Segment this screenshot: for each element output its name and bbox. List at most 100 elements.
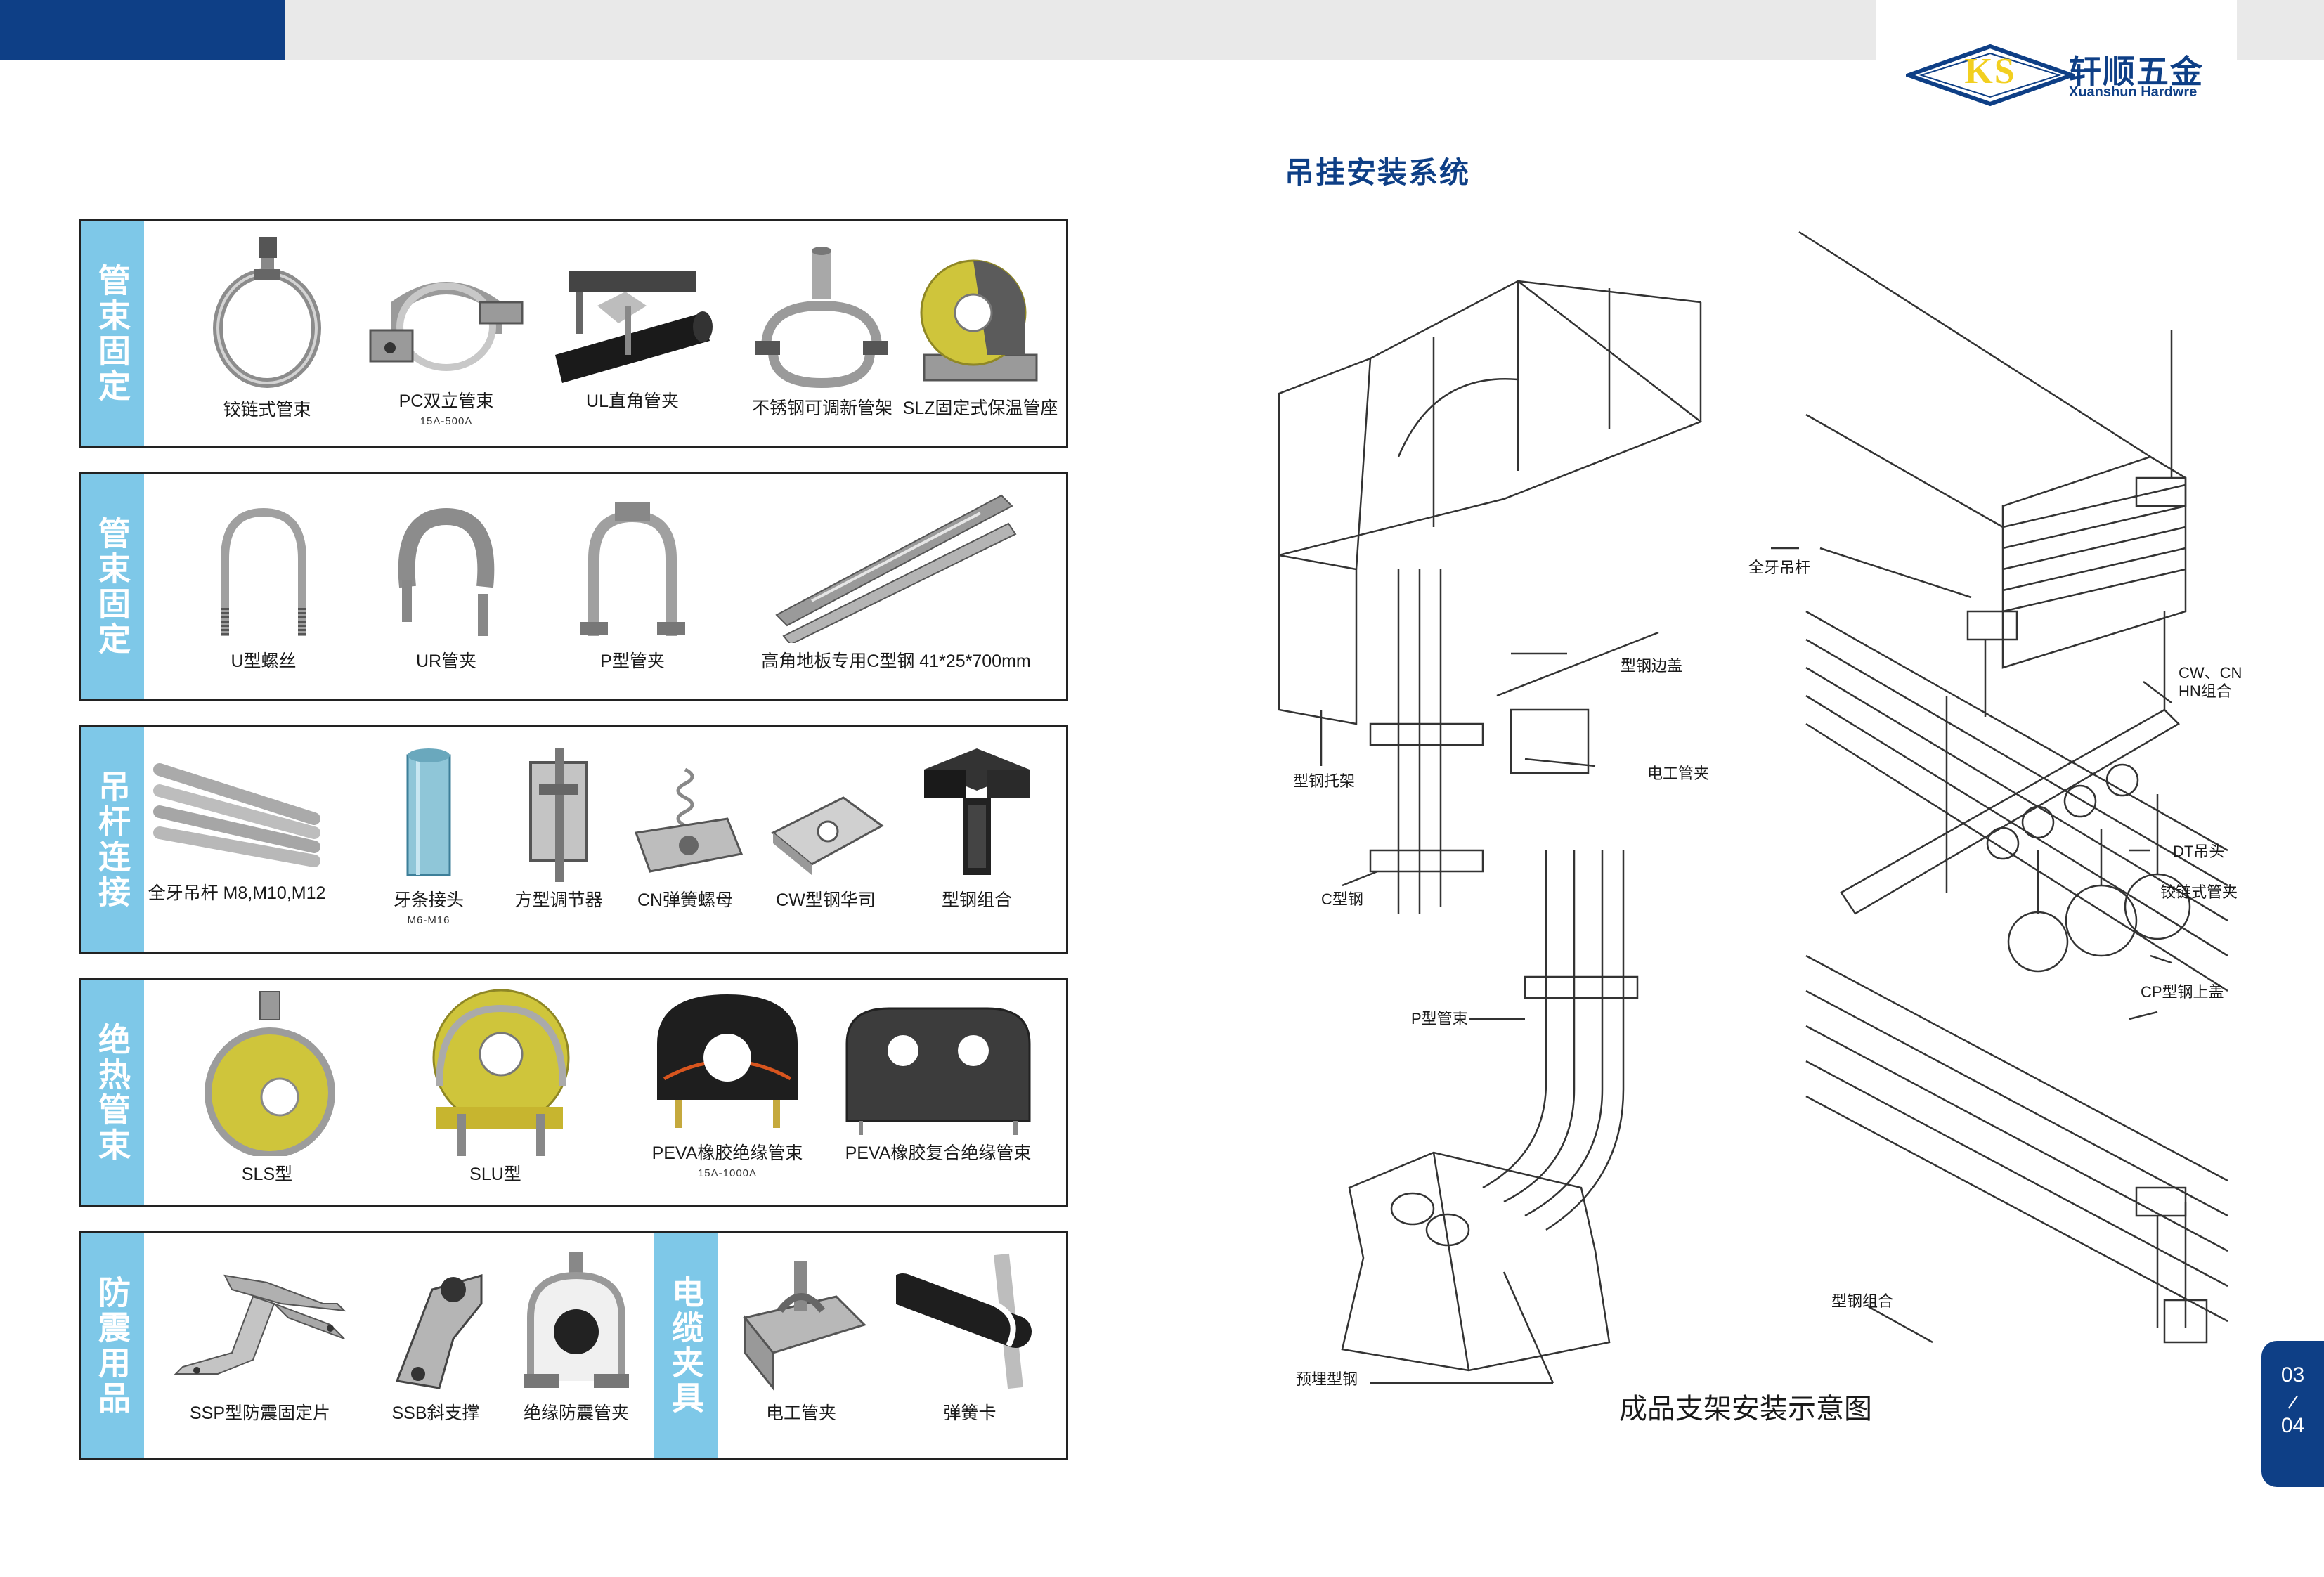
- product-hinged-clamp[interactable]: 铰链式管束: [186, 230, 348, 421]
- page-number-tab: 03 04: [2261, 1341, 2324, 1487]
- product-conduit-clamp[interactable]: 电工管夹: [720, 1254, 882, 1425]
- panel-insulated-clamp: 绝热管束 SLS型 SLU型 PEVA橡胶绝缘管束 15A-1000A: [79, 978, 1068, 1207]
- u-bolt-icon: [221, 507, 306, 636]
- header-bar: [285, 0, 1876, 60]
- product-p-clamp[interactable]: P型管夹: [562, 495, 703, 673]
- product-name: 铰链式管束: [223, 400, 311, 420]
- product-channel-connector[interactable]: 型钢组合: [910, 734, 1044, 911]
- spring-clip-icon: [896, 1253, 1032, 1389]
- c-channel-steel-icon: [775, 494, 1017, 643]
- panel-label-cable: 电缆夹具: [654, 1233, 718, 1458]
- product-spring-clip[interactable]: 弹簧卡: [889, 1247, 1051, 1425]
- square-adjuster-icon: [529, 748, 588, 882]
- callout-channel-combo: 型钢组合: [1831, 1292, 1894, 1310]
- panel-label: 绝热管束: [81, 980, 144, 1205]
- product-name: PEVA橡胶绝缘管束: [651, 1143, 803, 1163]
- diagonal-brace-icon: [395, 1274, 483, 1389]
- channel-connector-icon: [924, 748, 1030, 875]
- product-ur-clamp[interactable]: UR管夹: [376, 502, 517, 673]
- rubber-insulated-clamp-icon: [657, 994, 798, 1128]
- product-name: UL直角管夹: [586, 391, 679, 411]
- panel-label: 防震用品: [81, 1233, 144, 1458]
- page-divider: [2287, 1395, 2299, 1409]
- header-accent-bar: [0, 0, 285, 60]
- product-adjustable-hanger[interactable]: 不锈钢可调新管架: [727, 242, 917, 420]
- product-name: PC双立管束: [398, 391, 494, 411]
- product-name: 电工管夹: [765, 1403, 836, 1423]
- product-name: 全牙吊杆 M8,M10,M12: [148, 883, 326, 903]
- channel-washer-icon: [771, 796, 884, 875]
- product-channel-washer[interactable]: CW型钢华司: [755, 770, 896, 911]
- brand-name-en: Xuanshun Hardwre: [2069, 84, 2198, 100]
- panel-label: 管束固定: [81, 474, 144, 699]
- product-diagonal-brace[interactable]: SSB斜支撑: [358, 1261, 513, 1425]
- product-insulated-saddle[interactable]: SLZ固定式保温管座: [892, 249, 1068, 420]
- product-threaded-rod[interactable]: 全牙吊杆 M8,M10,M12: [145, 741, 328, 904]
- panel-pipe-clamp-1: 管束固定 铰链式管束 PC双立管束 15A-500A: [79, 219, 1068, 448]
- conduit-clamp-icon: [743, 1261, 866, 1391]
- diagram-caption: 成品支架安装示意图: [1619, 1394, 1872, 1425]
- header-bar-end: [2237, 0, 2324, 60]
- product-name: 方型调节器: [514, 890, 603, 910]
- ks-diamond-icon: [1906, 44, 2075, 107]
- callout-cp-cover: CP型钢上盖: [2141, 983, 2224, 1001]
- p-clamp-icon: [580, 502, 685, 636]
- product-name: SLS型: [241, 1164, 293, 1184]
- product-spec: 15A-1000A: [697, 1167, 758, 1179]
- product-name: P型管夹: [600, 651, 665, 671]
- rod-coupler-icon: [406, 748, 451, 876]
- product-name: SSP型防震固定片: [189, 1403, 331, 1423]
- panel-pipe-clamp-2: 管束固定 U型螺丝 UR管夹 P型管夹 高角地板专用C型钢 41*2: [79, 472, 1068, 701]
- insulated-pipe-saddle-icon: [920, 259, 1038, 382]
- product-name: UR管夹: [415, 651, 477, 671]
- product-name: 型钢组合: [941, 890, 1012, 910]
- product-rubber-clamp[interactable]: PEVA橡胶绝缘管束 15A-1000A: [622, 987, 833, 1179]
- panel-label: 管束固定: [81, 221, 144, 446]
- brand-logo: KS 轩顺五金 Xuanshun Hardwre: [1906, 44, 2215, 107]
- product-name: 弹簧卡: [943, 1403, 997, 1423]
- product-name: 绝缘防震管夹: [523, 1403, 629, 1423]
- hinged-pipe-clamp-icon: [213, 237, 321, 388]
- product-spring-nut[interactable]: CN弹簧螺母: [615, 755, 755, 911]
- callout-conduit-clamp: 电工管夹: [1647, 765, 1710, 782]
- panel-label: 吊杆连接: [81, 727, 144, 952]
- callout-dt-head: DT吊头: [2173, 843, 2225, 860]
- product-square-adjuster[interactable]: 方型调节器: [495, 741, 622, 911]
- page-number-next: 04: [2280, 1414, 2305, 1437]
- logo-mark: KS: [1964, 51, 2016, 91]
- product-name: SLZ固定式保温管座: [902, 398, 1058, 418]
- callout-channel-bracket: 型钢托架: [1293, 772, 1356, 790]
- sls-insulated-clamp-icon: [205, 991, 335, 1156]
- spring-nut-icon: [634, 767, 744, 873]
- adjustable-pipe-hanger-icon: [755, 247, 888, 389]
- threaded-rod-icon: [153, 763, 320, 867]
- page-number-current: 03: [2280, 1363, 2305, 1387]
- product-spec: M6-M16: [407, 914, 450, 926]
- product-seismic-plate[interactable]: SSP型防震固定片: [158, 1261, 362, 1425]
- callout-cw-cn: CW、CN: [2179, 664, 2242, 682]
- product-sls[interactable]: SLS型: [186, 987, 348, 1186]
- seismic-plate-icon: [174, 1274, 346, 1375]
- right-angle-clamp-icon: [555, 271, 713, 383]
- product-double-riser-clamp[interactable]: PC双立管束 15A-500A: [362, 264, 531, 427]
- product-name: PEVA橡胶复合绝缘管束: [845, 1143, 1032, 1163]
- product-c-channel[interactable]: 高角地板专用C型钢 41*25*700mm: [741, 481, 1051, 673]
- product-u-bolt[interactable]: U型螺丝: [193, 502, 334, 673]
- composite-insulated-clamp-icon: [845, 1007, 1031, 1135]
- product-right-angle-clamp[interactable]: UL直角管夹: [545, 257, 720, 413]
- product-composite-clamp[interactable]: PEVA橡胶复合绝缘管束: [826, 1001, 1051, 1164]
- callout-hn-combo: HN组合: [2179, 682, 2232, 700]
- panel-rod-connection: 吊杆连接 全牙吊杆 M8,M10,M12 牙条接头 M6-M16 方型调节器: [79, 725, 1068, 954]
- product-slu[interactable]: SLU型: [411, 987, 580, 1186]
- product-name: 牙条接头: [393, 890, 464, 910]
- product-name: 不锈钢可调新管架: [751, 398, 892, 418]
- product-name: 高角地板专用C型钢 41*25*700mm: [761, 651, 1031, 671]
- product-rod-coupler[interactable]: 牙条接头 M6-M16: [376, 741, 481, 926]
- product-seismic-clamp[interactable]: 绝缘防震管夹: [502, 1247, 650, 1425]
- callout-full-thread-rod: 全牙吊杆: [1748, 559, 1811, 576]
- product-name: CN弹簧螺母: [637, 890, 734, 910]
- product-name: U型螺丝: [231, 651, 297, 671]
- callout-channel-cover: 型钢边盖: [1621, 657, 1683, 675]
- double-riser-clamp-icon: [369, 282, 524, 371]
- callout-hinged-clamp: 铰链式管夹: [2160, 883, 2238, 901]
